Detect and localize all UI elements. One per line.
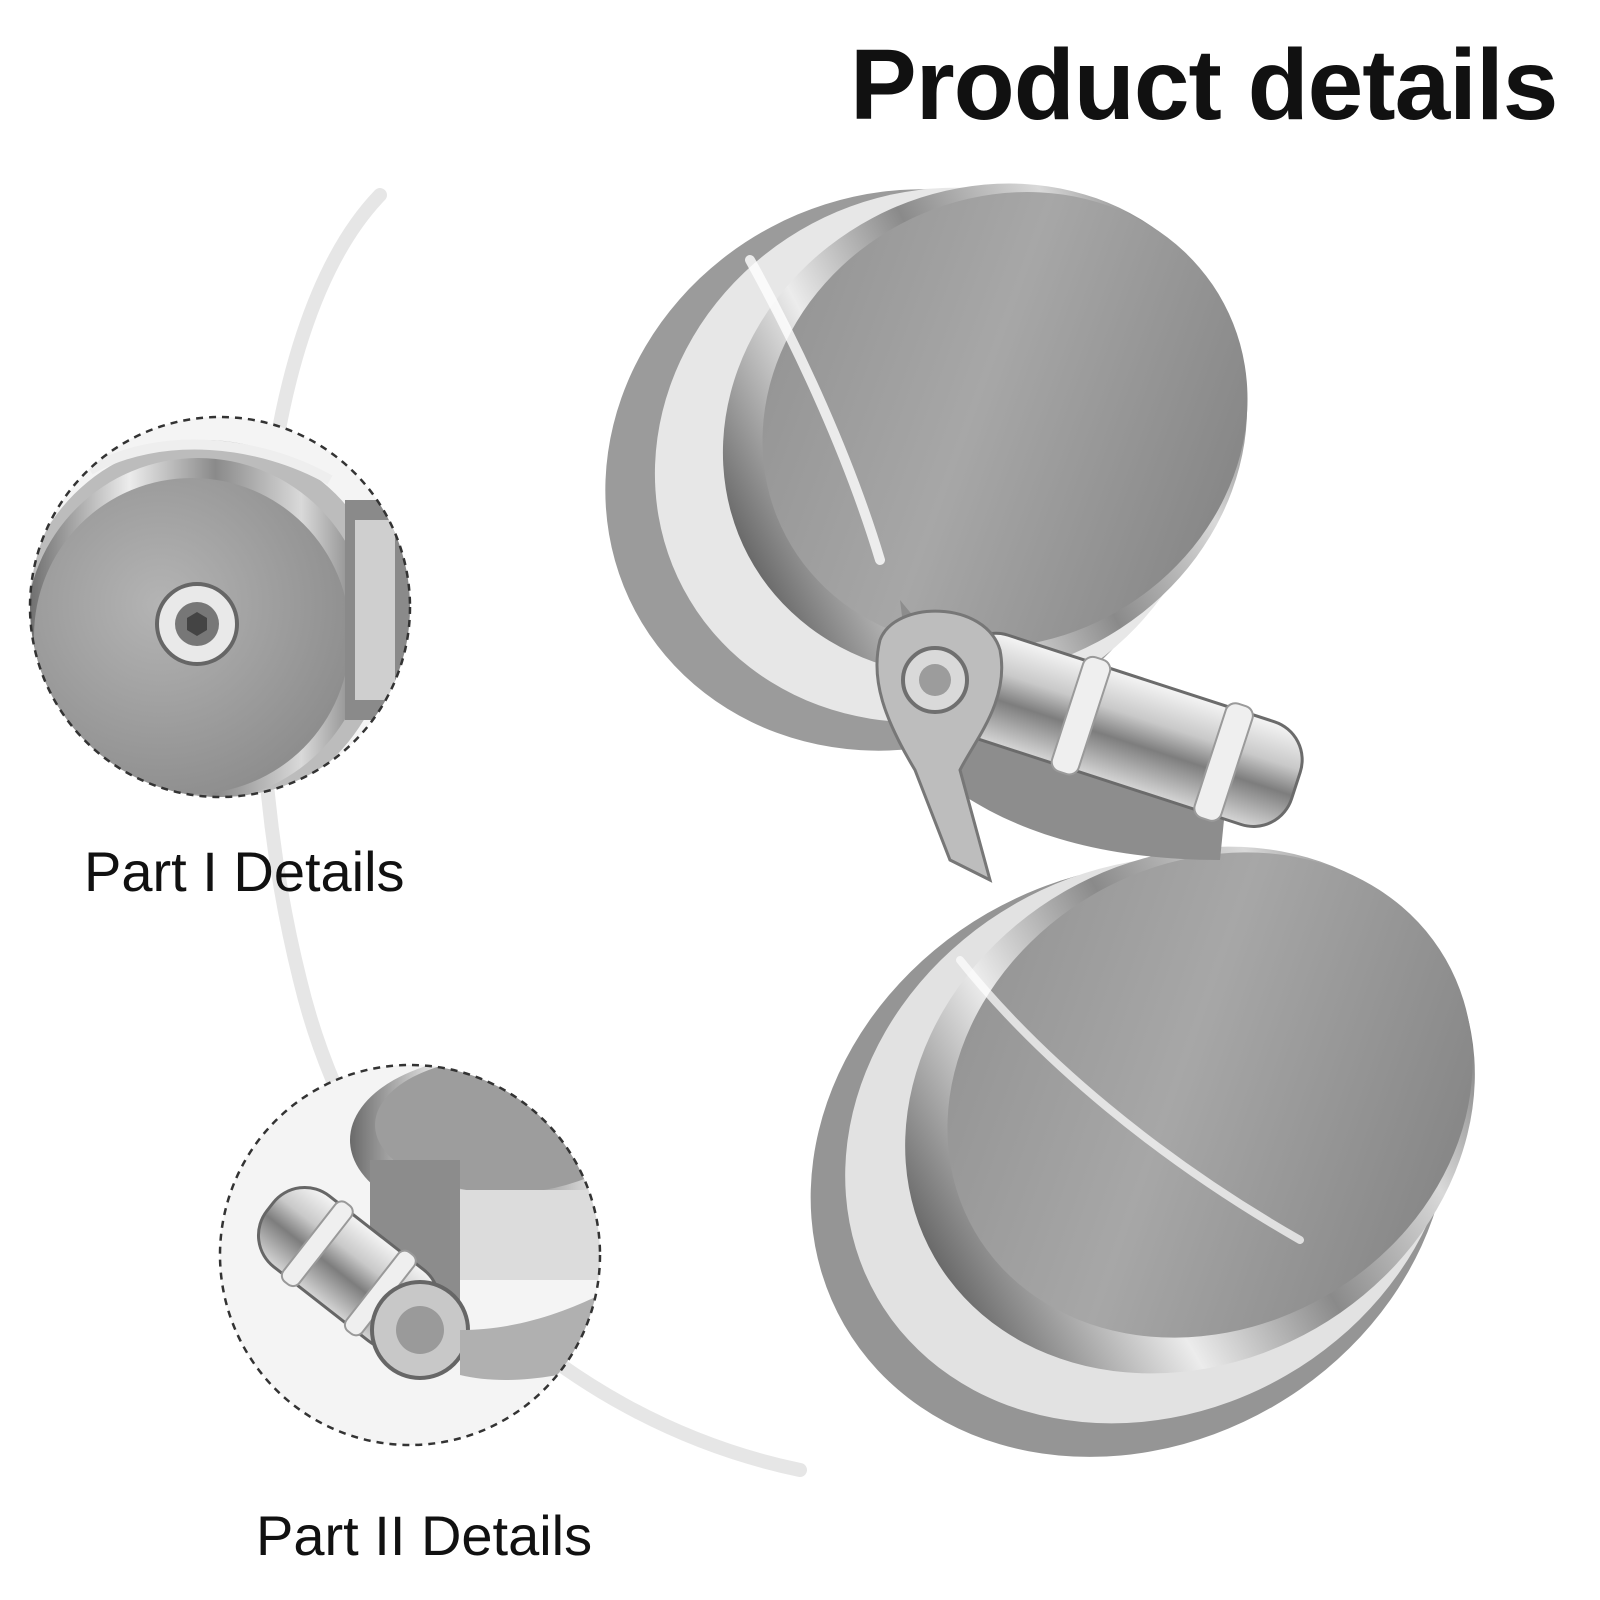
background-arc [253,188,807,1477]
hinge-pin-icon [220,1065,600,1445]
part-2-caption: Part II Details [256,1504,593,1567]
hinge-face-screw-icon [30,417,410,797]
page-title: Product details [850,29,1558,141]
part-1-caption: Part I Details [84,840,405,903]
glass-door-hinge-icon [605,183,1475,1457]
